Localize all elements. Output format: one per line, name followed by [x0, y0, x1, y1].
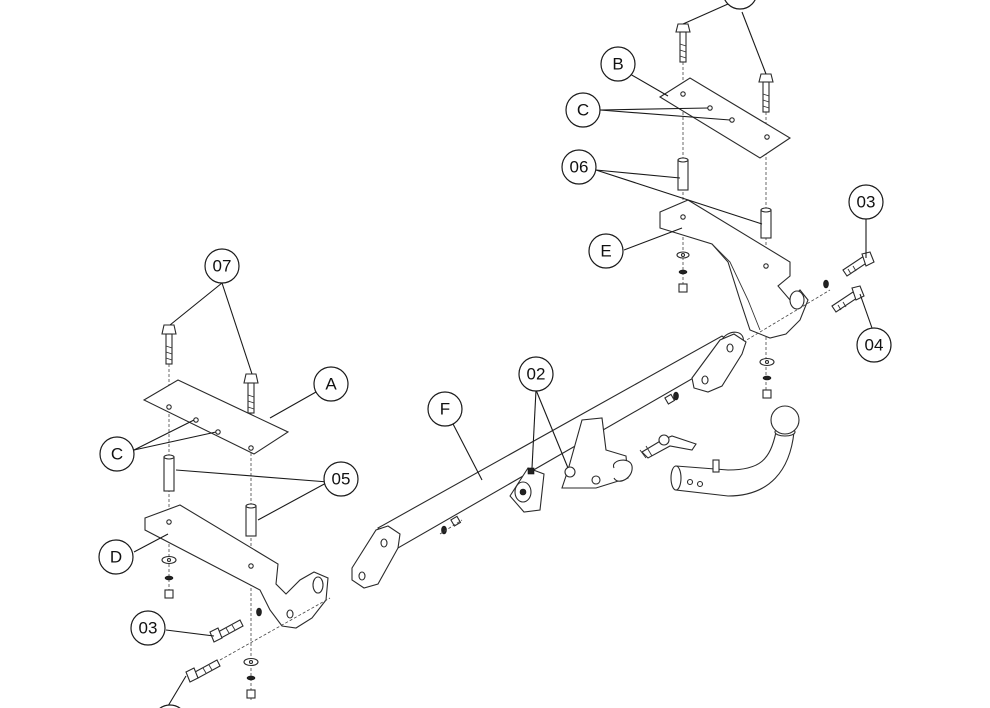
tow-ball-arm — [670, 405, 800, 497]
bolt-07-left-b — [243, 373, 259, 414]
bolt-lower-left — [185, 659, 221, 683]
plate-a — [142, 379, 290, 455]
callout-d: D — [98, 539, 134, 575]
callout-b: B — [600, 46, 636, 82]
bolt-07-top-right — [758, 73, 774, 113]
bolt-03-left — [209, 619, 244, 643]
callout-f-label: F — [440, 400, 450, 419]
callout-d-label: D — [110, 548, 122, 567]
socket-bracket — [509, 417, 633, 513]
callout-02-label: 02 — [527, 365, 546, 384]
callout-04-right: 04 — [856, 327, 892, 363]
spacer-05-left — [163, 454, 175, 492]
callout-bottom-left — [159, 704, 181, 708]
bolt-07-left-a — [161, 324, 177, 365]
spacer-06-right — [760, 207, 772, 239]
callout-06-label: 06 — [570, 158, 589, 177]
spacer-06-left — [677, 157, 689, 191]
plate-b — [658, 77, 792, 159]
leader-lines — [133, 3, 873, 707]
bracket-e — [659, 199, 809, 339]
callout-07: 07 — [204, 248, 240, 284]
locking-handle — [639, 434, 697, 459]
bolt-07-top-left — [675, 23, 691, 63]
callout-c-top: C — [565, 92, 601, 128]
callout-07-label: 07 — [213, 257, 232, 276]
callout-e: E — [588, 233, 624, 269]
callout-03-right: 03 — [848, 184, 884, 220]
callout-a: A — [313, 366, 349, 402]
callout-06: 06 — [561, 149, 597, 185]
left-mounting-assembly — [142, 324, 331, 700]
callout-f: F — [427, 391, 463, 427]
callout-c-left: C — [99, 436, 135, 472]
bolt-04-right — [831, 285, 865, 313]
callout-02: 02 — [518, 356, 554, 392]
tow-ball — [770, 405, 800, 435]
callout-c-top-label: C — [577, 101, 589, 120]
spacer-05-right — [245, 503, 257, 537]
crossbar-f — [351, 331, 747, 589]
callout-05-label: 05 — [332, 470, 351, 489]
callout-03-left: 03 — [130, 610, 166, 646]
bracket-d — [144, 504, 329, 629]
callout-c-left-label: C — [111, 445, 123, 464]
bolt-03-right — [842, 251, 875, 277]
callout-03-right-label: 03 — [857, 193, 876, 212]
right-mounting-assembly — [658, 23, 875, 399]
callout-e-label: E — [600, 242, 611, 261]
callout-05: 05 — [323, 461, 359, 497]
callout-b-label: B — [612, 55, 623, 74]
callout-03-left-label: 03 — [139, 619, 158, 638]
callout-a-label: A — [325, 375, 337, 394]
callout-04-right-label: 04 — [865, 336, 884, 355]
callout-07-top — [724, 0, 756, 10]
